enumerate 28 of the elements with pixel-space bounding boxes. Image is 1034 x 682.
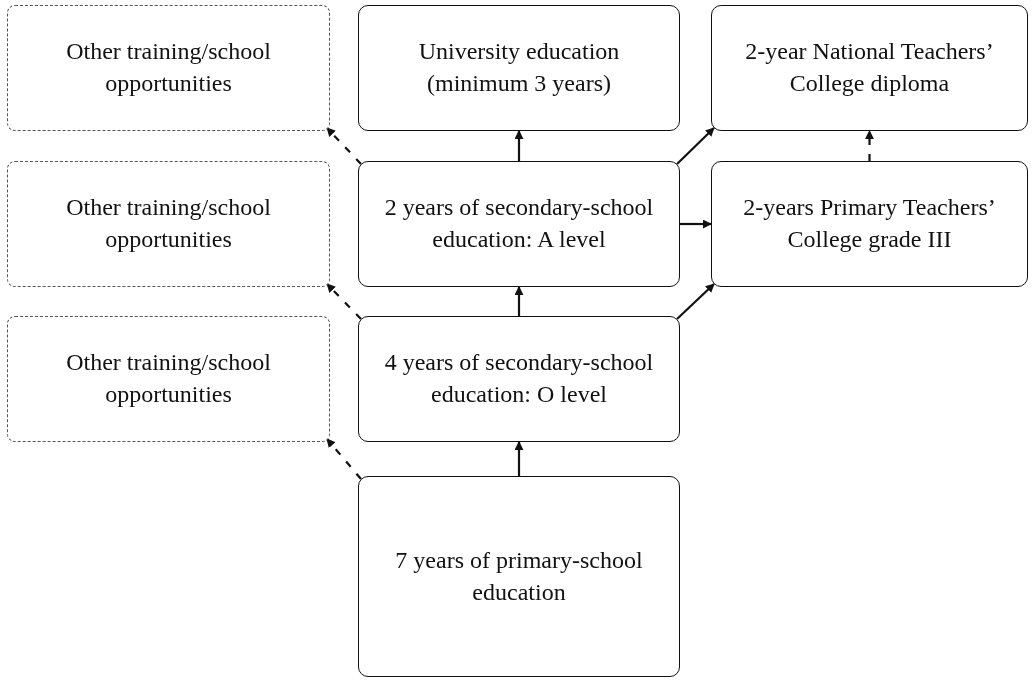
stage-box <box>711 5 1028 131</box>
arrow <box>514 130 524 161</box>
stage-text: 2-years Primary Teachers’ College grade III <box>742 193 997 254</box>
stage-box <box>711 161 1028 287</box>
stage-box <box>358 316 680 442</box>
option-box <box>7 5 330 131</box>
arrow <box>680 219 712 229</box>
stage-text: 2 years of secondary-school education: A level <box>383 193 655 254</box>
arrow <box>865 130 874 161</box>
stage-text: Other training/school opportunities <box>65 37 272 98</box>
arrow <box>514 286 524 316</box>
stage-box <box>358 161 680 287</box>
stage-text: University education (minimum 3 years) <box>417 37 621 98</box>
arrow <box>514 441 524 476</box>
arrow <box>676 283 715 320</box>
option-box <box>7 316 330 442</box>
option-box <box>7 161 330 287</box>
stage-box <box>358 5 680 131</box>
arrow <box>326 127 362 165</box>
stage-text: 7 years of primary-school education <box>394 545 644 607</box>
stage-text: Other training/school opportunities <box>65 193 272 254</box>
arrow <box>676 127 715 165</box>
stage-text: 2-year National Teachers’ College diploma <box>744 37 995 98</box>
stage-box <box>358 476 680 677</box>
stage-text: 4 years of secondary-school education: O level <box>383 348 655 409</box>
stage-text: Other training/school opportunities <box>65 348 272 409</box>
arrow <box>326 438 362 480</box>
arrow <box>326 283 362 320</box>
